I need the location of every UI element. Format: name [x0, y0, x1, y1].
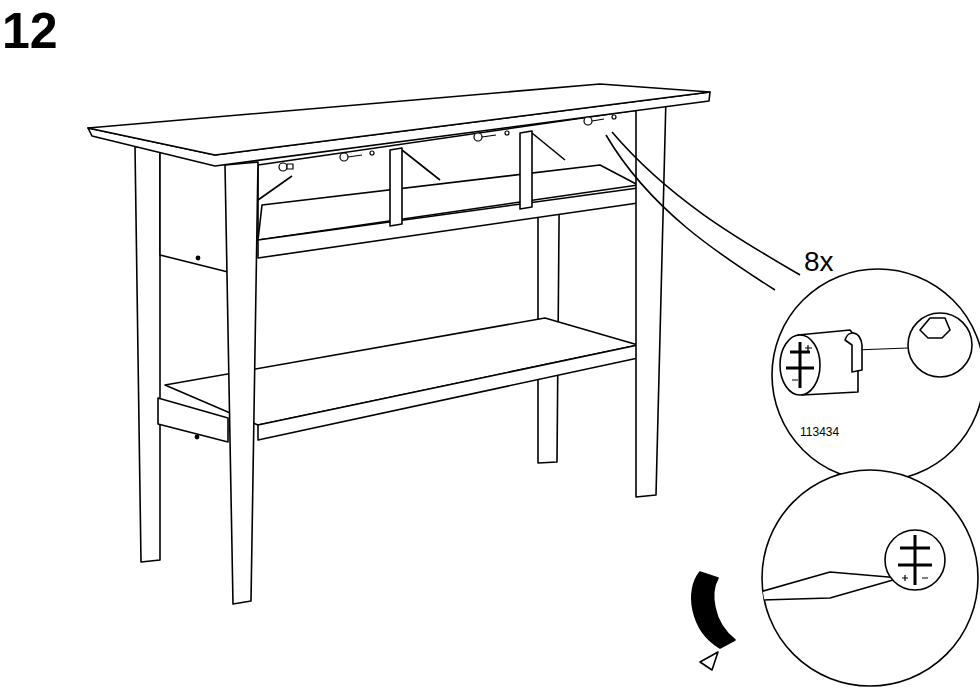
leader-line [606, 135, 775, 290]
callout-circle [620, 470, 978, 686]
divider-2 [520, 131, 532, 209]
back-left-leg [135, 145, 160, 562]
front-right-leg [636, 97, 666, 497]
lower-shelf-front [258, 345, 638, 440]
front-left-leg [225, 162, 258, 604]
callout-circle [772, 269, 980, 481]
step-number: 12 [2, 6, 58, 56]
quantity-label: 8x [804, 248, 834, 276]
cam-locks [279, 115, 616, 171]
lower-side-rail [158, 398, 228, 442]
tabletop [88, 84, 710, 155]
left-apron [160, 148, 228, 272]
upper-shelf-front [258, 188, 638, 258]
part-number: 113434 [800, 426, 839, 438]
leader-line [612, 132, 800, 275]
divider-1 [390, 148, 402, 226]
